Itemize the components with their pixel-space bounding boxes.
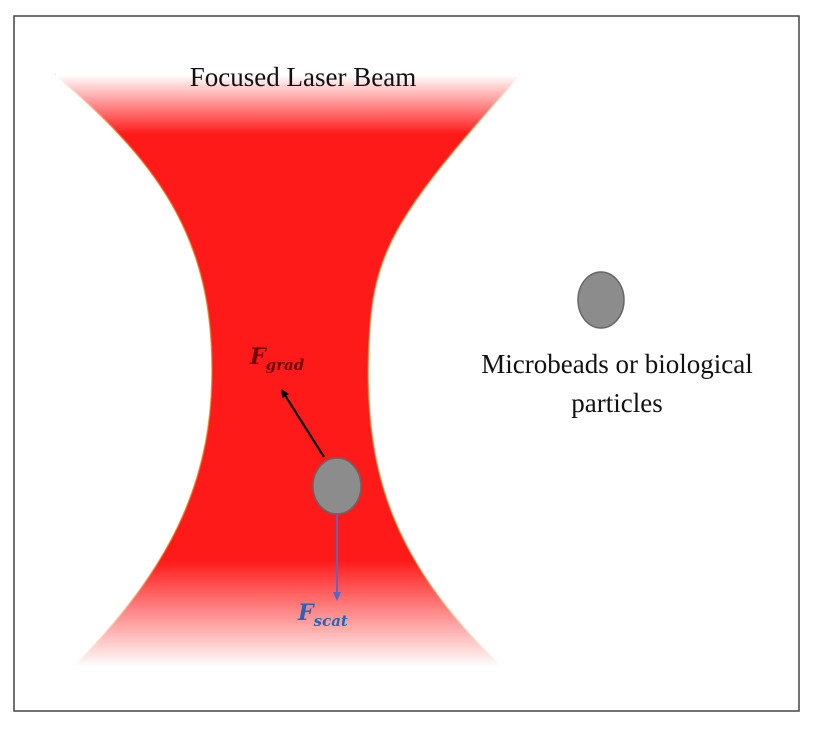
- scat-force-symbol: F: [297, 600, 315, 626]
- trapped-particle: [312, 457, 362, 515]
- beam-label: Focused Laser Beam: [190, 62, 416, 92]
- free-particle: [577, 271, 625, 329]
- laser-beam-fade: [40, 75, 540, 667]
- grad-force-arrow: [280, 388, 325, 458]
- grad-force-subscript: grad: [266, 356, 305, 374]
- grad-force-label: Fgrad: [249, 344, 305, 374]
- scat-force-label: Fscat: [297, 600, 348, 630]
- particle-label-line2: particles: [571, 388, 662, 418]
- scat-force-subscript: scat: [314, 612, 348, 630]
- grad-force-symbol: F: [249, 344, 267, 370]
- particle-label-line1: Microbeads or biological: [481, 349, 752, 379]
- laser-beam: [40, 74, 540, 667]
